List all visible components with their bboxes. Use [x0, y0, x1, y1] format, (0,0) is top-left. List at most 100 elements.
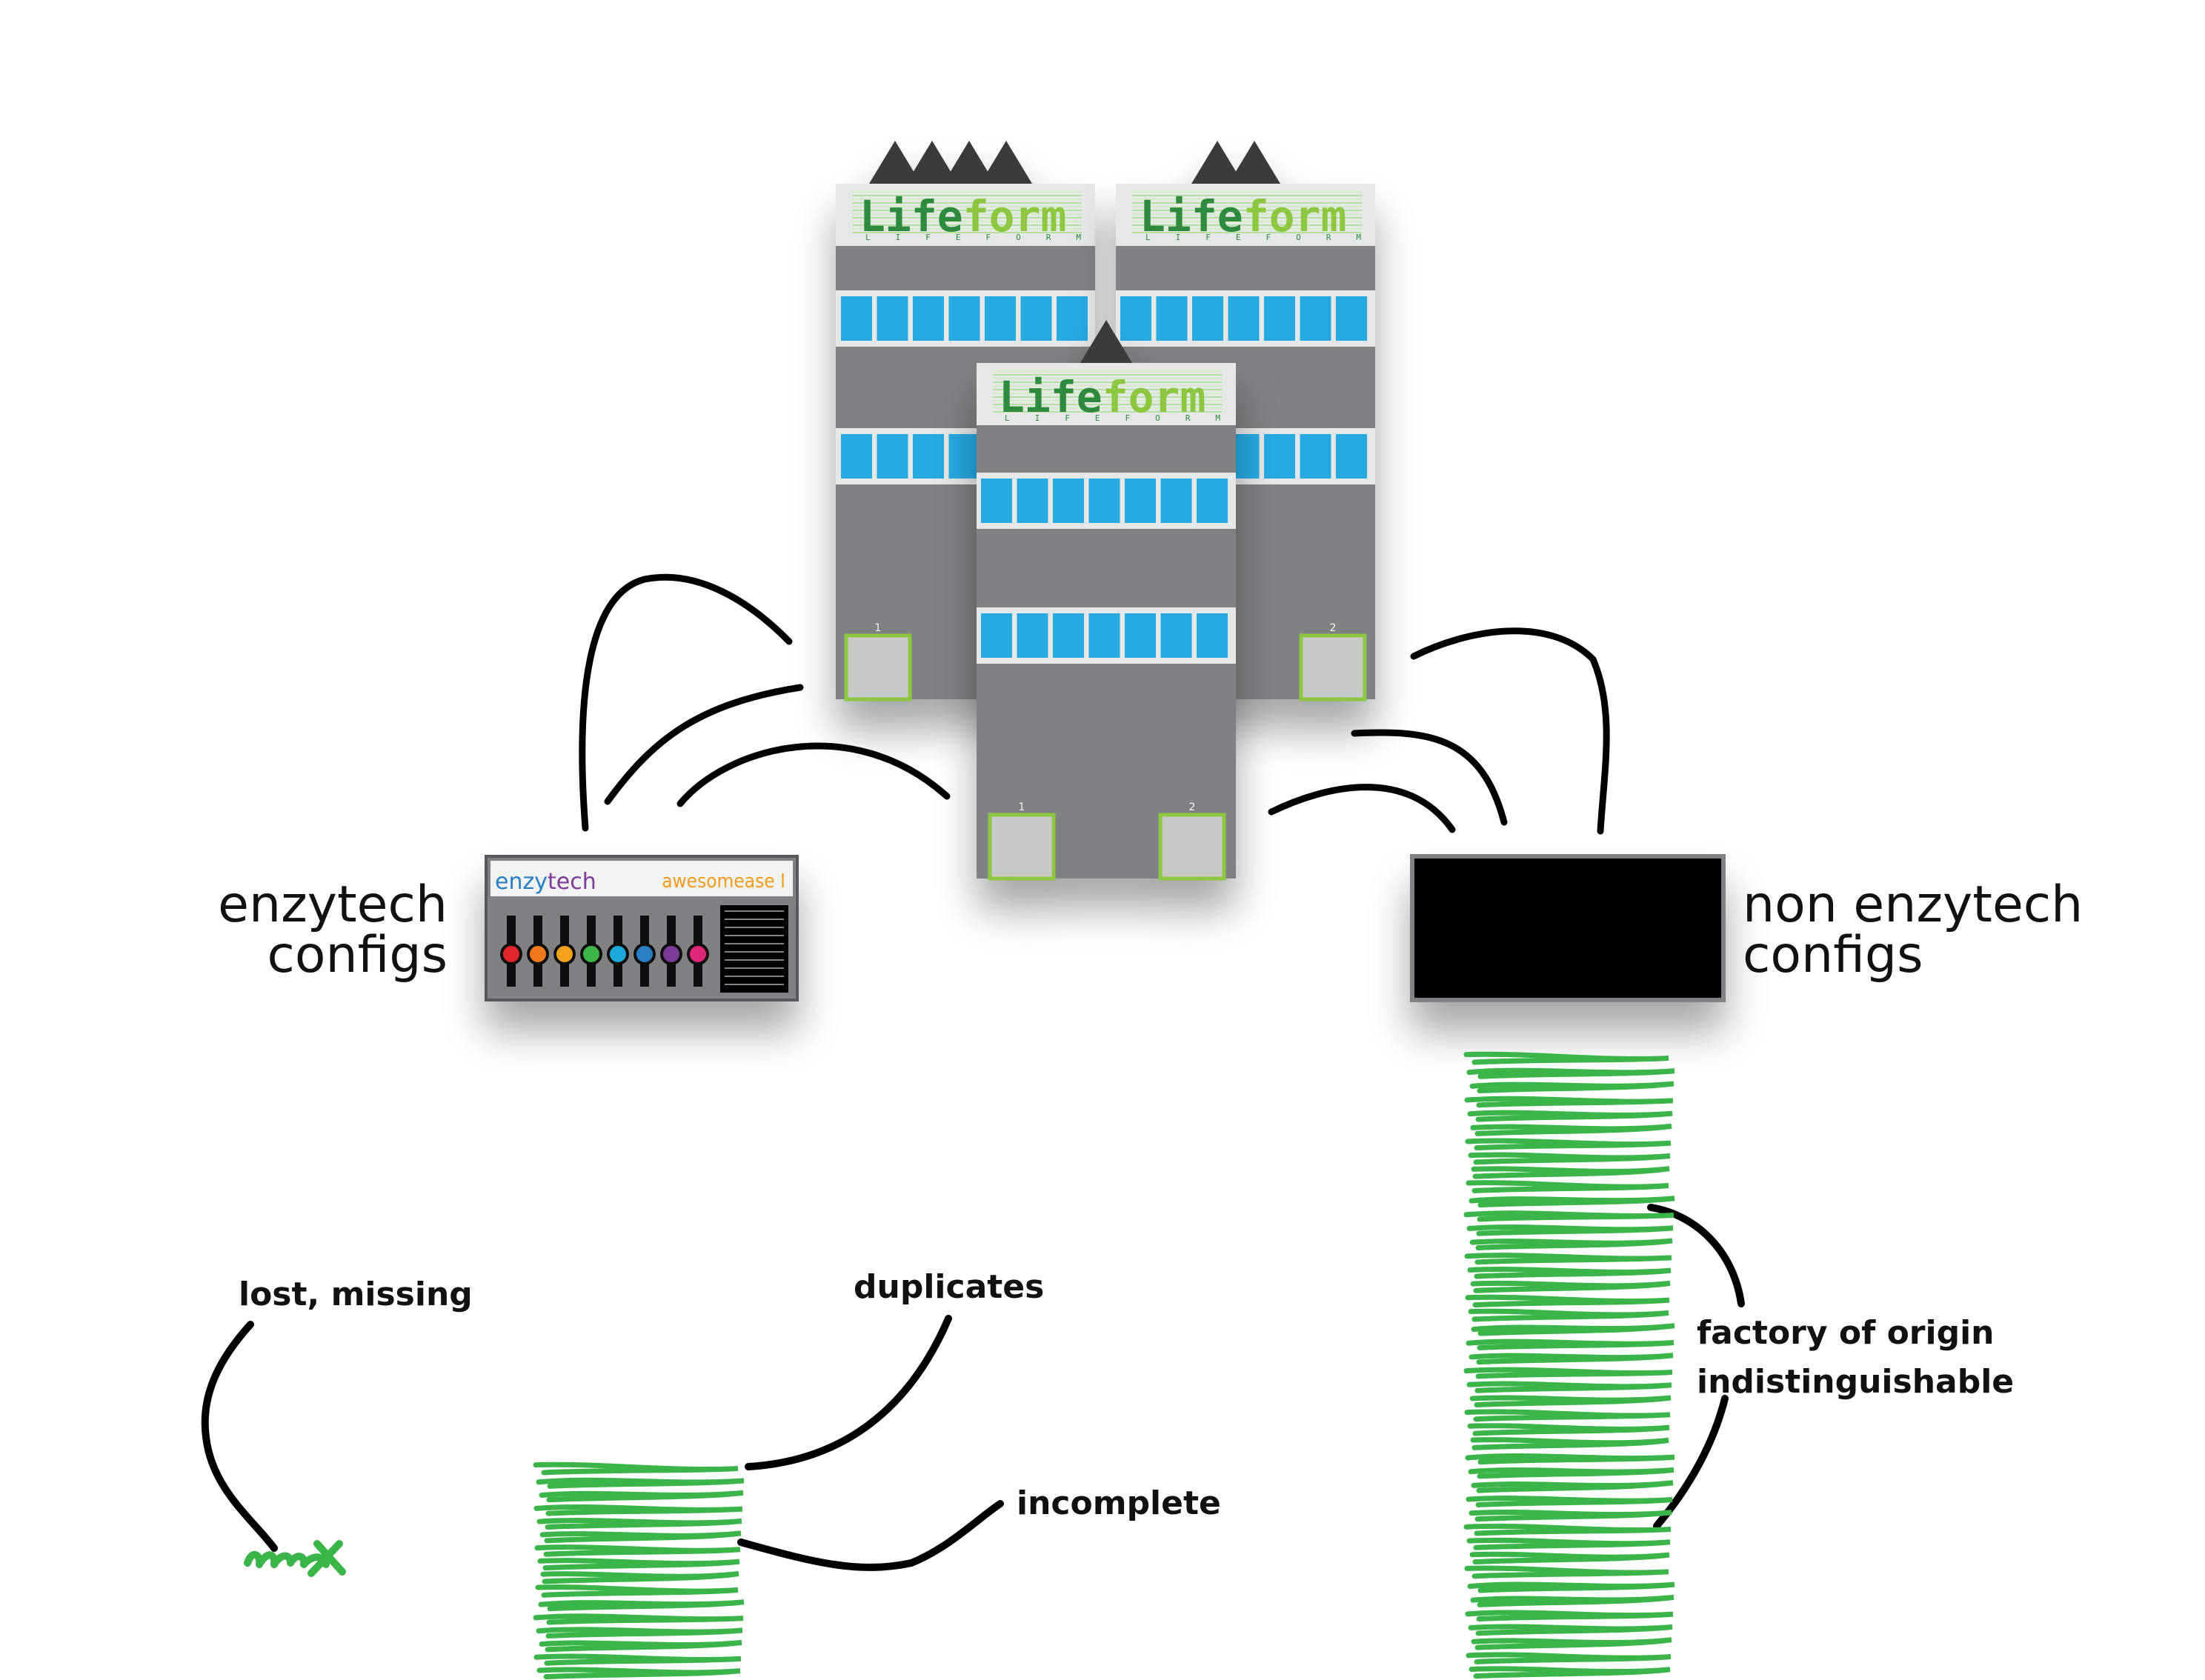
window	[1197, 479, 1228, 523]
config-record	[533, 1653, 742, 1666]
window	[1160, 613, 1192, 658]
window	[877, 296, 908, 341]
svg-text:enzytech: enzytech	[495, 869, 596, 895]
window	[948, 296, 980, 341]
config-record	[1470, 1123, 1672, 1136]
factory-origin-label: indistinguishable	[1697, 1363, 2014, 1401]
logo-stripe	[1132, 213, 1362, 215]
brand-part1: enzy	[495, 869, 548, 895]
logo-subtext: LIFEFORM	[1005, 413, 1245, 423]
factory-door-1	[844, 633, 912, 701]
factory-origin-label: factory of origin	[1697, 1314, 1994, 1352]
window	[1088, 613, 1120, 658]
logo-stripe	[1132, 202, 1362, 204]
config-record	[539, 1490, 744, 1503]
logo-stripe	[852, 210, 1082, 211]
logo-stripe	[993, 407, 1223, 409]
logo-stripe	[1132, 224, 1362, 226]
logo-stripe	[1132, 199, 1362, 200]
window	[1156, 296, 1188, 341]
config-record	[1469, 1551, 1670, 1565]
config-record	[1466, 1496, 1673, 1507]
factory-door-2	[1158, 813, 1226, 881]
window	[1336, 296, 1367, 341]
logo-stripe	[1132, 210, 1362, 211]
logo-stripe	[1132, 217, 1362, 219]
config-record	[536, 1627, 743, 1639]
config-record	[1469, 1395, 1672, 1408]
config-record	[1469, 1666, 1671, 1679]
config-record	[540, 1571, 739, 1584]
logo-stripe	[852, 199, 1082, 200]
config-stack-small	[533, 1461, 745, 1680]
label-line: configs	[1743, 926, 1923, 984]
svg-text:Lifeform: Lifeform	[859, 191, 1066, 241]
label-line: non enzytech	[1743, 876, 2083, 934]
config-record	[1463, 1210, 1674, 1222]
config-record	[1465, 1453, 1675, 1465]
window	[1053, 479, 1084, 523]
factory-front: 1 2 Lifeform LIFEFORM	[977, 320, 1245, 881]
window	[1192, 296, 1223, 341]
logo-stripe	[852, 202, 1082, 204]
svg-text:Lifeform: Lifeform	[1140, 191, 1346, 241]
config-record	[533, 1613, 744, 1625]
logo-text-part1: Life	[859, 191, 963, 241]
config-record	[1464, 1565, 1669, 1579]
window	[1017, 613, 1048, 658]
window	[1125, 479, 1156, 523]
config-record	[539, 1639, 742, 1653]
knob-bank	[500, 916, 709, 987]
window	[1120, 296, 1151, 341]
config-record	[534, 1544, 741, 1557]
config-record	[1468, 1308, 1669, 1322]
duplicates-label: duplicates	[854, 1268, 1044, 1306]
window	[1336, 434, 1367, 479]
config-record	[1464, 1096, 1674, 1108]
brand-part2: tech	[548, 869, 596, 895]
window	[1300, 434, 1331, 479]
config-record	[1468, 1152, 1671, 1165]
window	[1197, 613, 1228, 658]
knob	[553, 943, 576, 965]
door-number: 2	[1330, 622, 1337, 634]
logo-subtext: LIFEFORM	[865, 233, 1106, 242]
window	[1053, 613, 1084, 658]
logo-stripe	[993, 378, 1223, 379]
logo-stripe	[852, 213, 1082, 215]
non-enzytech-configs-label: non enzytech configs	[1743, 876, 2083, 984]
config-record	[1468, 1624, 1673, 1636]
window	[1160, 479, 1192, 523]
config-record	[539, 1530, 742, 1544]
door-number: 2	[1189, 801, 1196, 813]
window	[981, 613, 1012, 658]
window	[1228, 296, 1260, 341]
config-record	[533, 1504, 743, 1516]
logo-stripe	[852, 195, 1082, 196]
logo-stripe	[1132, 232, 1362, 233]
config-record	[1466, 1652, 1672, 1664]
logo-text-part1: Life	[1140, 191, 1243, 241]
config-record	[1471, 1166, 1670, 1179]
config-record	[1470, 1594, 1674, 1607]
config-record	[1467, 1423, 1670, 1436]
label-line: enzytech	[218, 876, 448, 934]
logo-stripe	[852, 232, 1082, 233]
config-record	[1463, 1523, 1672, 1536]
knob	[607, 943, 629, 965]
enzytech-configs-label: enzytech configs	[218, 876, 448, 984]
config-record	[536, 1667, 741, 1680]
knob	[580, 943, 602, 965]
factory-door-1	[988, 813, 1056, 881]
config-record	[536, 1477, 745, 1489]
config-record	[535, 1584, 739, 1598]
logo-stripe	[993, 385, 1223, 387]
logo-stripe	[852, 228, 1082, 230]
config-record	[1469, 1509, 1672, 1522]
logo-stripe	[852, 191, 1082, 193]
window	[1017, 479, 1048, 523]
window	[913, 434, 944, 479]
config-record	[1468, 1467, 1674, 1479]
config-record	[1465, 1294, 1670, 1308]
